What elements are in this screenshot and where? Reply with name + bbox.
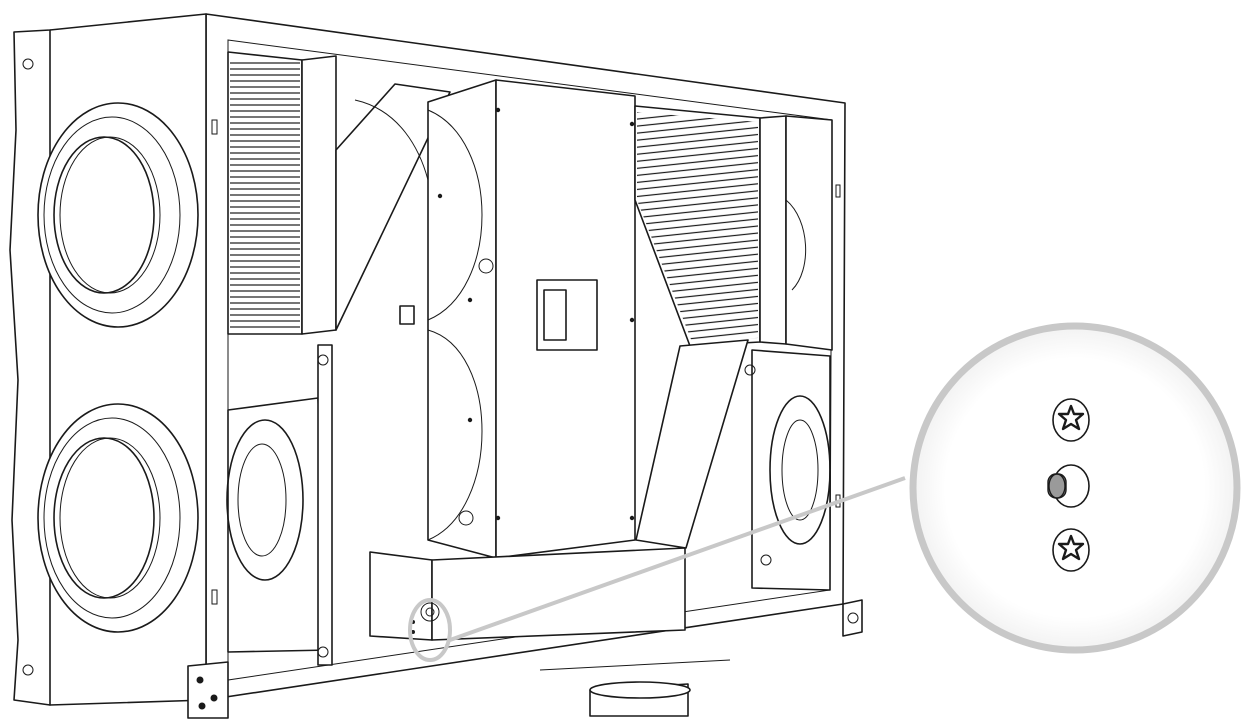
screw-icon: [1052, 528, 1090, 572]
duct-connector-top: [37, 102, 199, 328]
diagonal-baffle-right: [635, 339, 749, 549]
bracket-bolt: [196, 676, 204, 684]
diagonal-baffle-left: [335, 83, 451, 331]
bottom-bracket: [187, 661, 229, 719]
callout-source-ring: [408, 598, 452, 662]
mounting-hole-bottom: [22, 664, 34, 676]
duct-connector-bottom: [37, 403, 199, 633]
drain-screw-ring: [420, 602, 440, 622]
condensate-tray: [431, 547, 686, 641]
bracket-bolt: [210, 694, 218, 702]
detail-callout: [408, 322, 1241, 662]
right-bracket-hole: [847, 612, 859, 624]
heat-exchanger: [354, 79, 686, 641]
screw-icon: [1052, 398, 1090, 442]
filter-left: [227, 51, 451, 335]
panel-slot: [835, 184, 841, 198]
filter-right: [634, 105, 833, 549]
right-bracket: [842, 599, 863, 637]
bracket-bolt: [198, 702, 206, 710]
exchanger-handle: [543, 289, 567, 341]
fan-right: [744, 199, 831, 591]
exchanger-clip: [399, 305, 415, 325]
bottom-spigot: [539, 659, 731, 717]
panel-slot: [211, 119, 218, 135]
fan-left: [226, 344, 333, 666]
drain-plug-icon: [1047, 464, 1090, 508]
callout-leader-line: [449, 476, 906, 642]
panel-slot: [211, 589, 218, 605]
mounting-hole-top: [22, 58, 34, 70]
